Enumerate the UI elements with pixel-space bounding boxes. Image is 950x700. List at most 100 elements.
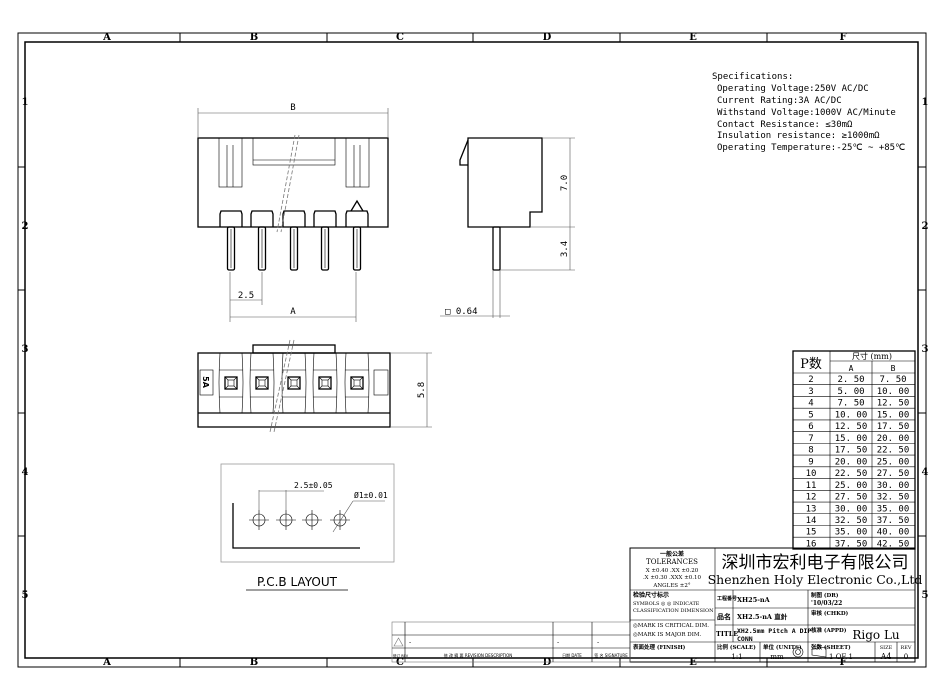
size-value: A4 bbox=[880, 652, 892, 661]
rev-label: REV bbox=[900, 645, 911, 651]
table-cell: 2. 50 bbox=[837, 375, 864, 385]
rating-mark: 5A bbox=[201, 376, 210, 389]
table-cell: 5. 00 bbox=[837, 387, 864, 397]
tolerance-line: X ±0.40 .XX ±0.20 bbox=[646, 568, 699, 574]
table-cell: 22. 50 bbox=[835, 469, 868, 479]
table-cell: 37. 50 bbox=[877, 516, 910, 526]
part-no: XH25-nA bbox=[737, 596, 771, 604]
column-marker: F bbox=[839, 32, 846, 43]
table-cell: 12. 50 bbox=[835, 422, 868, 432]
dim-depth-label: 5.8 bbox=[417, 382, 427, 398]
title-line: CONN bbox=[737, 635, 753, 643]
table-cell: 15 bbox=[806, 528, 817, 538]
critical-mark-note: ◎MARK IS CRITICAL DIM. bbox=[633, 623, 709, 629]
connector-tooth bbox=[345, 210, 369, 227]
column-marker: C bbox=[396, 657, 404, 668]
dim-pitch-label: 2.5 bbox=[238, 291, 254, 301]
pcb-layout-title: P.C.B LAYOUT bbox=[257, 575, 338, 589]
table-header-p: P数 bbox=[800, 357, 822, 372]
spec-line: Withstand Voltage:1000V AC/Minute bbox=[717, 108, 896, 118]
table-cell: 10. 00 bbox=[877, 387, 910, 397]
row-marker: 2 bbox=[922, 221, 929, 232]
spec-line: Operating Voltage:250V AC/DC bbox=[717, 84, 869, 94]
checked-label: 审核 (CHKD) bbox=[811, 609, 849, 617]
table-cell: 15. 00 bbox=[877, 410, 910, 420]
inspect-line: SYMBOLS ◎ ◎ INDICATE bbox=[633, 601, 700, 607]
inspect-line: CLASSIFICATION DIMENSION bbox=[633, 608, 714, 614]
desc-col-header: 修 改 摘 要 REVISION DESCRIPTION bbox=[444, 652, 513, 658]
column-marker: A bbox=[102, 32, 111, 43]
table-cell: 25. 00 bbox=[835, 481, 868, 491]
size-label: SIZE bbox=[880, 645, 893, 651]
connector-tooth bbox=[219, 210, 243, 227]
column-marker: E bbox=[689, 32, 697, 43]
pcb-hole-label: Ø1±0.01 bbox=[354, 490, 388, 500]
table-cell: 13 bbox=[806, 504, 817, 514]
name-label: 品名 bbox=[717, 612, 731, 621]
side-view: 7.0 3.4 □ 0.64 bbox=[440, 137, 575, 318]
tolerance-line: ANGLES ±2° bbox=[652, 583, 690, 589]
table-cell: 14 bbox=[806, 516, 817, 526]
inspect-cn: 检验尺寸标示 bbox=[633, 591, 669, 599]
outer-border bbox=[17, 32, 927, 668]
contact-window bbox=[287, 376, 301, 390]
connector-pin bbox=[257, 226, 267, 271]
table-cell: 9 bbox=[808, 457, 813, 467]
table-cell: 20. 00 bbox=[835, 457, 868, 467]
table-cell: 6 bbox=[808, 422, 813, 432]
row-marker: 2 bbox=[22, 221, 29, 232]
table-cell: 7. 50 bbox=[837, 399, 864, 409]
table-cell: 20. 00 bbox=[877, 434, 910, 444]
date-col-header: 日期 DATE bbox=[562, 652, 582, 658]
table-cell: 5 bbox=[808, 410, 813, 420]
revision-triangle-icon bbox=[393, 637, 404, 647]
rev-col-header: 修订 REV bbox=[393, 653, 409, 658]
column-marker: C bbox=[396, 32, 404, 43]
row-marker: 5 bbox=[22, 590, 29, 601]
table-cell: 15. 00 bbox=[835, 434, 868, 444]
title-block: 一般公差 TOLERANCES X ±0.40 .XX ±0.20 .X ±0.… bbox=[629, 547, 922, 663]
dim-pin-size-label: □ 0.64 bbox=[445, 307, 478, 317]
row-marker: 1 bbox=[22, 97, 29, 108]
contact-window bbox=[350, 376, 364, 390]
table-header-b: B bbox=[891, 364, 896, 373]
row-marker: 3 bbox=[22, 344, 29, 355]
drawn-label: 制图 (DR) bbox=[811, 591, 839, 599]
bottom-view: 5A 5.8 bbox=[197, 339, 432, 433]
connector-tooth bbox=[282, 210, 306, 227]
spec-line: Insulation resistance: ≥1000mΩ bbox=[717, 131, 880, 141]
contact-window bbox=[224, 376, 238, 390]
table-cell: 42. 50 bbox=[877, 539, 910, 549]
scale-label: 比例 (SCALE) bbox=[717, 643, 756, 651]
revision-dash: - bbox=[597, 639, 599, 646]
table-cell: 7. 50 bbox=[879, 375, 906, 385]
front-view: B 2.5 A bbox=[197, 103, 389, 322]
revision-block: - - - 修订 REV 修 改 摘 要 REVISION DESCRIPTIO… bbox=[391, 621, 631, 663]
column-marker: B bbox=[250, 32, 258, 43]
approved-label: 核准 (APPD) bbox=[811, 626, 847, 634]
company-name-cn: 深圳市宏利电子有限公司 bbox=[722, 553, 909, 573]
dim-pin-length-label: 3.4 bbox=[560, 241, 570, 257]
connector-pin bbox=[289, 226, 299, 271]
revision-dash: - bbox=[409, 639, 411, 646]
inner-border bbox=[24, 41, 919, 659]
table-cell: 10 bbox=[806, 469, 817, 479]
table-cell: 11 bbox=[806, 481, 817, 491]
dim-height-label: 7.0 bbox=[560, 175, 570, 191]
row-marker: 1 bbox=[922, 97, 929, 108]
units-label: 单位 (UNITS) bbox=[763, 643, 802, 651]
